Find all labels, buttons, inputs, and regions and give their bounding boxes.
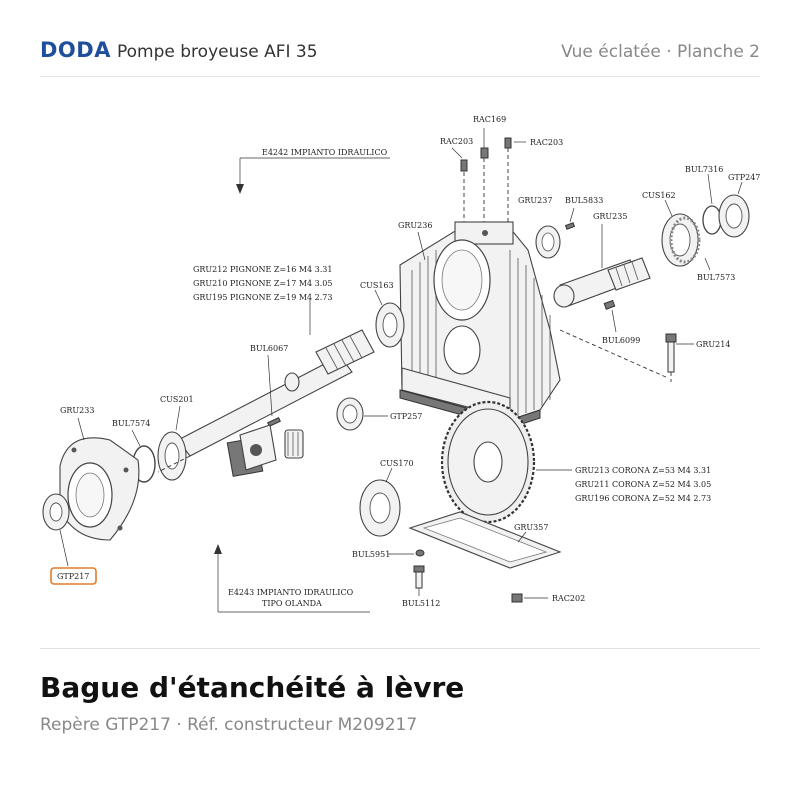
cus163-bearing[interactable]: CUS163 — [360, 281, 405, 348]
gtp257-washer[interactable]: GTP257 — [336, 397, 422, 431]
gru357-cover-plate[interactable]: GRU357 — [408, 511, 562, 569]
crown-gear[interactable]: GRU213 CORONA Z=53 M4 3.31 GRU211 CORONA… — [440, 400, 711, 524]
header-bar: DODA Pompe broyeuse AFI 35 Vue éclatée ·… — [40, 30, 760, 77]
callout-gru233[interactable]: GRU233 — [60, 406, 94, 415]
gtp217-lip-seal[interactable]: GTP217 — [42, 493, 97, 585]
callout-rac203-right[interactable]: RAC203 — [530, 138, 563, 147]
callout-gru212[interactable]: GRU212 PIGNONE Z=16 M4 3.31 — [193, 265, 332, 274]
bul5951-bul5112[interactable]: BUL5951 BUL5112 — [352, 549, 440, 608]
callout-gru196[interactable]: GRU196 CORONA Z=52 M4 2.73 — [575, 494, 711, 503]
pinion-shaft[interactable]: GRU212 PIGNONE Z=16 M4 3.31 GRU210 PIGNO… — [177, 265, 375, 457]
callout-rac202[interactable]: RAC202 — [552, 594, 585, 603]
callout-gru211[interactable]: GRU211 CORONA Z=52 M4 3.05 — [575, 480, 711, 489]
callout-gru210[interactable]: GRU210 PIGNONE Z=17 M4 3.05 — [193, 279, 332, 288]
callout-gru237[interactable]: GRU237 — [518, 196, 552, 205]
callout-gru213[interactable]: GRU213 CORONA Z=53 M4 3.31 — [575, 466, 711, 475]
gtp217-highlight-box[interactable] — [50, 567, 97, 585]
callout-bul6099[interactable]: BUL6099 — [602, 336, 640, 345]
rac202-plug[interactable]: RAC202 — [511, 593, 585, 603]
callout-bul6067[interactable]: BUL6067 — [250, 344, 288, 353]
selected-part-title: Bague d'étanchéité à lèvre — [40, 671, 465, 704]
callout-cus162[interactable]: CUS162 — [642, 191, 676, 200]
callout-cus163[interactable]: CUS163 — [360, 281, 394, 290]
assembly-axis — [559, 329, 669, 379]
callout-rac169[interactable]: RAC169 — [473, 115, 506, 124]
callout-cus201[interactable]: CUS201 — [160, 395, 194, 404]
callout-bul7573[interactable]: BUL7573 — [697, 273, 735, 282]
callout-bul5112[interactable]: BUL5112 — [402, 599, 440, 608]
gru235-output-shaft[interactable]: GRU235 BUL6099 — [553, 212, 651, 345]
product-name: Pompe broyeuse AFI 35 — [117, 42, 318, 62]
callout-gru236[interactable]: GRU236 — [398, 221, 432, 230]
e4243-indicator: E4243 IMPIANTO IDRAULICO TIPO OLANDA — [214, 544, 370, 613]
callout-e4243-line2[interactable]: TIPO OLANDA — [262, 599, 322, 608]
callout-bul7574[interactable]: BUL7574 — [112, 419, 150, 428]
callout-gru235[interactable]: GRU235 — [593, 212, 627, 221]
gru214-bolt[interactable]: GRU214 — [665, 333, 730, 382]
cus170-bearing[interactable]: CUS170 — [359, 459, 414, 537]
callout-gru195[interactable]: GRU195 PIGNONE Z=19 M4 2.73 — [193, 293, 332, 302]
callout-cus170[interactable]: CUS170 — [380, 459, 414, 468]
cus162-bearing[interactable]: CUS162 — [642, 191, 701, 267]
callout-gtp257[interactable]: GTP257 — [390, 412, 422, 421]
gru233-flange[interactable]: GRU233 — [59, 406, 140, 541]
brand-logo[interactable]: DODA — [40, 38, 111, 62]
gearbox-housing[interactable]: GRU236 — [398, 221, 561, 429]
selected-part-panel: Bague d'étanchéité à lèvre Repère GTP217… — [40, 648, 760, 735]
assembly-axis — [157, 455, 191, 473]
gru237-gasket[interactable]: GRU237 BUL5833 — [518, 196, 603, 259]
hydraulic-pump-block[interactable] — [226, 424, 304, 477]
output-seals[interactable]: BUL7316 GTP247 BUL7573 — [685, 165, 760, 282]
rac-screws: RAC169 RAC203 RAC203 — [440, 115, 563, 228]
exploded-view-diagram: E4242 IMPIANTO IDRAULICO RAC169 RAC203 R… — [40, 100, 760, 640]
selected-part-reference: Repère GTP217 · Réf. constructeur M20921… — [40, 715, 418, 735]
callout-bul7316[interactable]: BUL7316 — [685, 165, 723, 174]
callout-rac203-left[interactable]: RAC203 — [440, 137, 473, 146]
callout-gru357[interactable]: GRU357 — [514, 523, 548, 532]
e4242-indicator: E4242 IMPIANTO IDRAULICO — [236, 148, 390, 194]
cus201-bearing[interactable]: CUS201 — [157, 395, 194, 481]
sheet-indicator: Vue éclatée · Planche 2 — [561, 42, 760, 62]
callout-gtp247[interactable]: GTP247 — [728, 173, 760, 182]
callout-bul5833[interactable]: BUL5833 — [565, 196, 603, 205]
callout-e4242[interactable]: E4242 IMPIANTO IDRAULICO — [262, 148, 388, 157]
callout-bul5951[interactable]: BUL5951 — [352, 550, 390, 559]
callout-gtp217[interactable]: GTP217 — [57, 572, 89, 581]
callout-e4243-line1[interactable]: E4243 IMPIANTO IDRAULICO — [228, 588, 354, 597]
callout-gru214[interactable]: GRU214 — [696, 340, 730, 349]
